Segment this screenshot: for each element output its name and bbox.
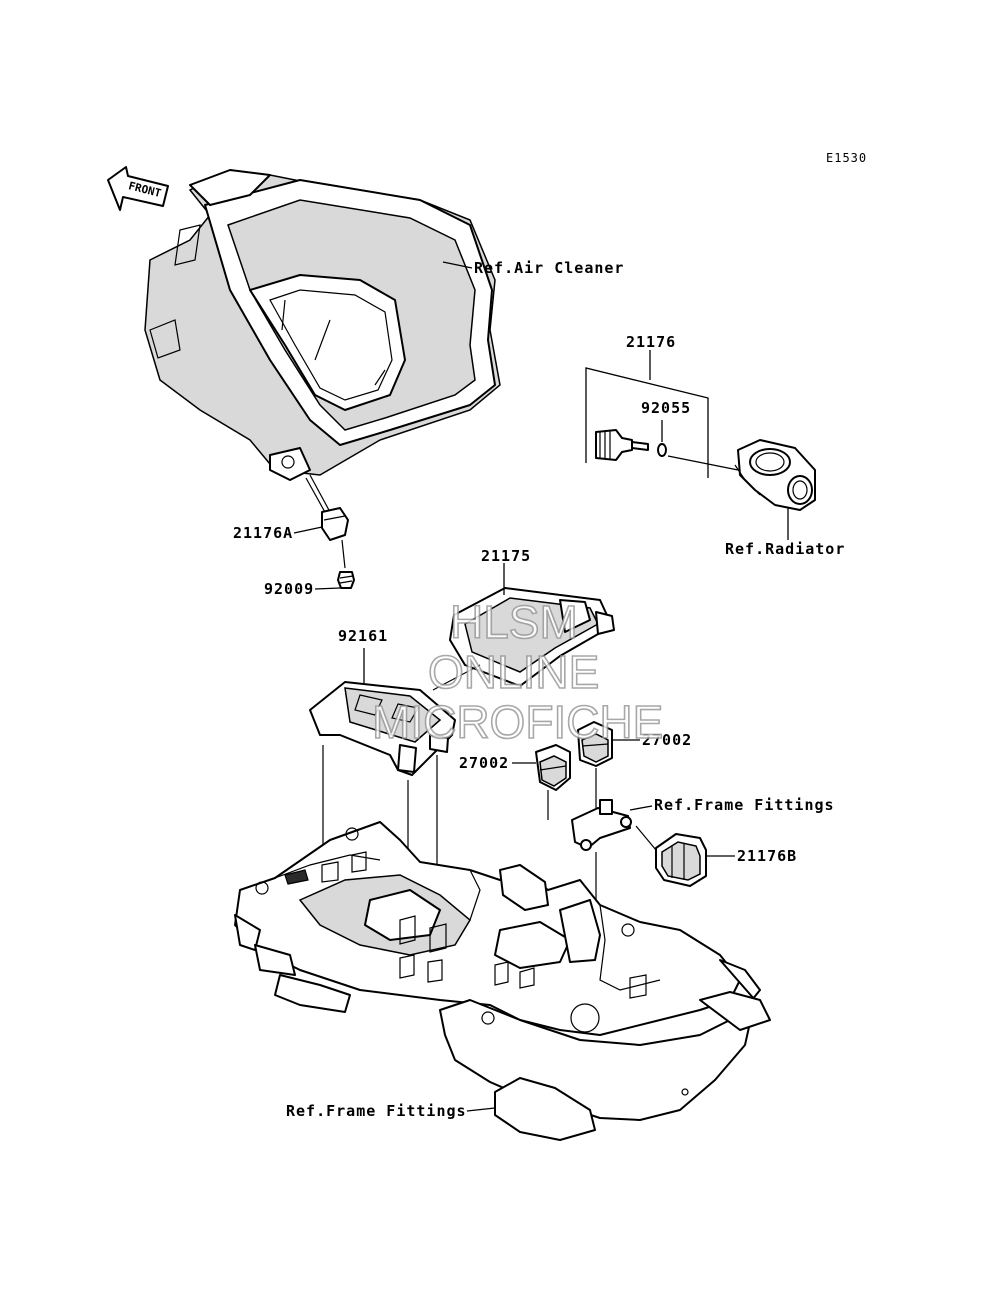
air-cleaner-housing <box>144 169 501 481</box>
front-arrow-icon: FRONT <box>107 166 169 211</box>
o-ring-92055 <box>657 443 667 457</box>
part-92055-label: 92055 <box>641 399 691 417</box>
electrical-tray <box>234 821 771 1141</box>
part-27002-left-label: 27002 <box>459 754 509 772</box>
diagram-code: E1530 <box>826 151 867 165</box>
ref-radiator-label: Ref.Radiator <box>725 540 845 558</box>
part-21176a-label: 21176A <box>233 524 293 542</box>
watermark-line3: MICROFICHE <box>372 696 663 748</box>
watermark: HLSM ONLINE MICROFICHE <box>371 595 664 749</box>
part-21176-label: 21176 <box>626 333 676 351</box>
relay-27002-left <box>535 744 571 791</box>
radiator-fitting <box>734 439 816 511</box>
part-27002-right-label: 27002 <box>642 731 692 749</box>
temperature-sensor-21176 <box>595 429 649 461</box>
ref-air-cleaner-label: Ref.Air Cleaner <box>474 259 624 277</box>
sensor-21176a <box>305 474 349 541</box>
part-21176-bracket <box>585 367 709 478</box>
part-92161-label: 92161 <box>338 627 388 645</box>
frame-fitting-bracket <box>571 799 632 851</box>
relay-27002-right <box>577 721 613 767</box>
ref-frame-fittings-bottom-label: Ref.Frame Fittings <box>286 1102 467 1120</box>
part-21176b-label: 21176B <box>737 847 797 865</box>
ref-air-cleaner-leader <box>442 261 473 269</box>
screw-92009 <box>337 571 355 589</box>
watermark-line2: ONLINE <box>428 646 599 698</box>
watermark-line1: HLSM <box>450 596 578 648</box>
part-21175-label: 21175 <box>481 547 531 565</box>
connector-21176b <box>655 833 707 887</box>
ecu-21175 <box>449 587 615 687</box>
part-92009-label: 92009 <box>264 580 314 598</box>
ecu-holder-92161 <box>309 681 456 776</box>
ref-frame-fittings-top-label: Ref.Frame Fittings <box>654 796 835 814</box>
